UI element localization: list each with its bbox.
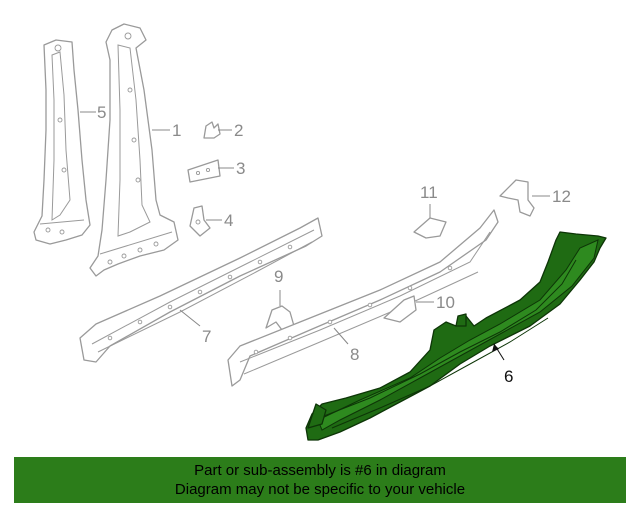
part-3-bracket [187,159,221,183]
callout-labels: 5 1 2 3 4 7 9 8 10 11 12 6 [97,103,571,386]
part-9-bracket [265,305,295,331]
part-2-clip [203,121,221,139]
callout-11: 11 [420,183,438,202]
part-12-bracket [499,179,535,217]
part-1-outer-pillar [89,23,179,277]
parts-diagram: 5 1 2 3 4 7 9 8 10 11 12 6 [33,23,607,441]
part-7-rocker-reinforcement [79,217,323,363]
callout-12: 12 [552,187,571,206]
part-5-inner-pillar [33,39,91,245]
callout-2: 2 [234,121,243,140]
callout-8: 8 [350,345,359,364]
part-10-bracket [383,295,417,323]
part-11-bracket [413,217,447,239]
leader-lines [80,111,550,361]
callout-4: 4 [224,211,233,230]
callout-5: 5 [97,103,106,122]
callout-3: 3 [236,159,245,178]
callout-7: 7 [202,327,211,346]
part-4-bracket [189,205,211,237]
callout-1: 1 [172,121,181,140]
callout-10: 10 [436,293,455,312]
part-6-rocker-panel-highlighted [305,231,607,441]
notice-banner: Part or sub-assembly is #6 in diagram Di… [14,457,626,503]
callout-9: 9 [274,267,283,286]
callout-6: 6 [504,367,513,386]
banner-line-1: Part or sub-assembly is #6 in diagram [194,462,446,479]
banner-line-2: Diagram may not be specific to your vehi… [174,481,466,498]
part-8-rocker-reinforcement [227,209,499,387]
